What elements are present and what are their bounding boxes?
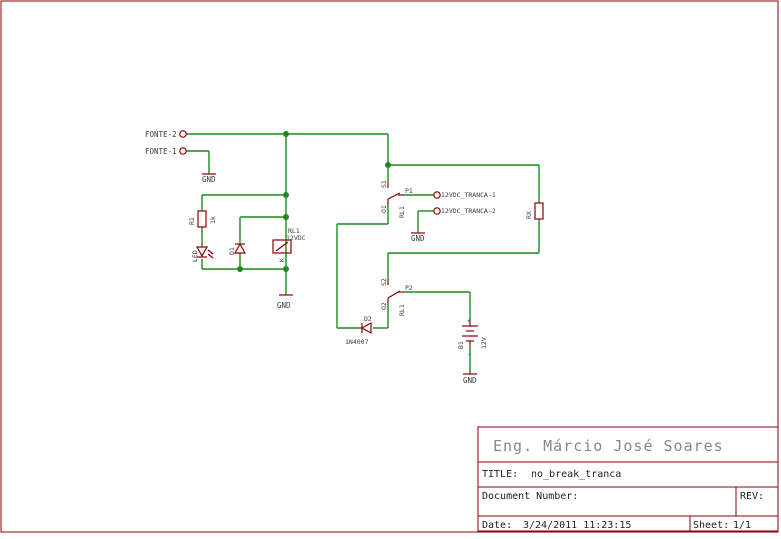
gnd-symbol-4: GND bbox=[463, 373, 477, 385]
svg-text:12V: 12V bbox=[480, 337, 488, 349]
svg-text:GND: GND bbox=[411, 234, 425, 243]
title-block-title-label: TITLE: bbox=[482, 469, 518, 480]
gnd-symbol-2: GND bbox=[277, 294, 293, 310]
svg-text:RL1: RL1 bbox=[398, 206, 406, 218]
title-block: Eng. Márcio José Soares TITLE: no_break_… bbox=[477, 426, 779, 532]
svg-text:FONTE-1: FONTE-1 bbox=[145, 147, 177, 156]
svg-text:K: K bbox=[278, 258, 286, 262]
title-block-author: Eng. Márcio José Soares bbox=[493, 437, 724, 455]
svg-text:1N4007: 1N4007 bbox=[345, 338, 369, 346]
led: LED bbox=[191, 246, 214, 262]
title-block-title-value: no_break_tranca bbox=[531, 469, 621, 480]
svg-text:+: + bbox=[467, 317, 471, 325]
connector-fonte-1: FONTE-1 bbox=[145, 147, 187, 156]
title-block-rev-label: REV: bbox=[740, 491, 764, 502]
svg-text:R1: R1 bbox=[188, 217, 196, 225]
svg-text:12VDC_TRANCA-2: 12VDC_TRANCA-2 bbox=[441, 207, 496, 215]
svg-text:RL1: RL1 bbox=[398, 304, 406, 316]
relay-coil-rl1: RL1 12VDC K bbox=[272, 227, 306, 262]
svg-text:12VDC_TRANCA-1: 12VDC_TRANCA-1 bbox=[441, 191, 496, 199]
gnd-symbol-1: GND bbox=[202, 173, 216, 184]
svg-text:GND: GND bbox=[463, 376, 477, 385]
svg-text:B1: B1 bbox=[457, 341, 465, 349]
title-block-date-value: 3/24/2011 11:23:15 bbox=[523, 520, 631, 531]
svg-text:12VDC: 12VDC bbox=[286, 234, 306, 242]
wires bbox=[186, 133, 540, 374]
svg-text:P1: P1 bbox=[405, 187, 413, 195]
svg-text:O2: O2 bbox=[380, 302, 388, 310]
gnd-symbol-3: GND bbox=[411, 232, 425, 243]
svg-text:1k: 1k bbox=[209, 216, 217, 224]
svg-text:P2: P2 bbox=[405, 284, 413, 292]
svg-text:S1: S1 bbox=[380, 180, 388, 188]
title-block-doc-number-label: Document Number: bbox=[482, 491, 578, 502]
resistor-r1: R1 1k bbox=[188, 210, 217, 228]
title-block-date-label: Date: bbox=[482, 520, 512, 531]
diode-d2: D2 1N4007 bbox=[345, 315, 372, 346]
title-block-sheet-value: 1/1 bbox=[733, 520, 751, 531]
resistor-rx: RX bbox=[525, 202, 544, 220]
svg-text:-: - bbox=[467, 350, 471, 358]
title-block-sheet-label: Sheet: bbox=[693, 520, 729, 531]
relay-contact-1: S1 P1 O1 RL1 bbox=[380, 180, 413, 218]
svg-text:D2: D2 bbox=[364, 315, 372, 323]
svg-text:RL1: RL1 bbox=[288, 227, 300, 235]
svg-text:D1: D1 bbox=[228, 247, 236, 255]
svg-text:GND: GND bbox=[277, 301, 291, 310]
svg-text:RX: RX bbox=[525, 211, 533, 219]
svg-text:O1: O1 bbox=[380, 205, 388, 213]
relay-contact-2: S2 P2 O2 RL1 bbox=[380, 278, 413, 316]
diode-d1: D1 bbox=[228, 242, 247, 255]
battery-b1: + - B1 12V bbox=[457, 317, 488, 358]
connector-tranca-2: 12VDC_TRANCA-2 bbox=[433, 207, 496, 215]
svg-text:GND: GND bbox=[202, 175, 216, 184]
junctions bbox=[237, 131, 391, 272]
connector-fonte-2: FONTE-2 bbox=[145, 130, 187, 139]
svg-text:LED: LED bbox=[191, 250, 199, 262]
svg-text:FONTE-2: FONTE-2 bbox=[145, 130, 177, 139]
connector-tranca-1: 12VDC_TRANCA-1 bbox=[433, 191, 496, 199]
svg-text:S2: S2 bbox=[380, 278, 388, 286]
